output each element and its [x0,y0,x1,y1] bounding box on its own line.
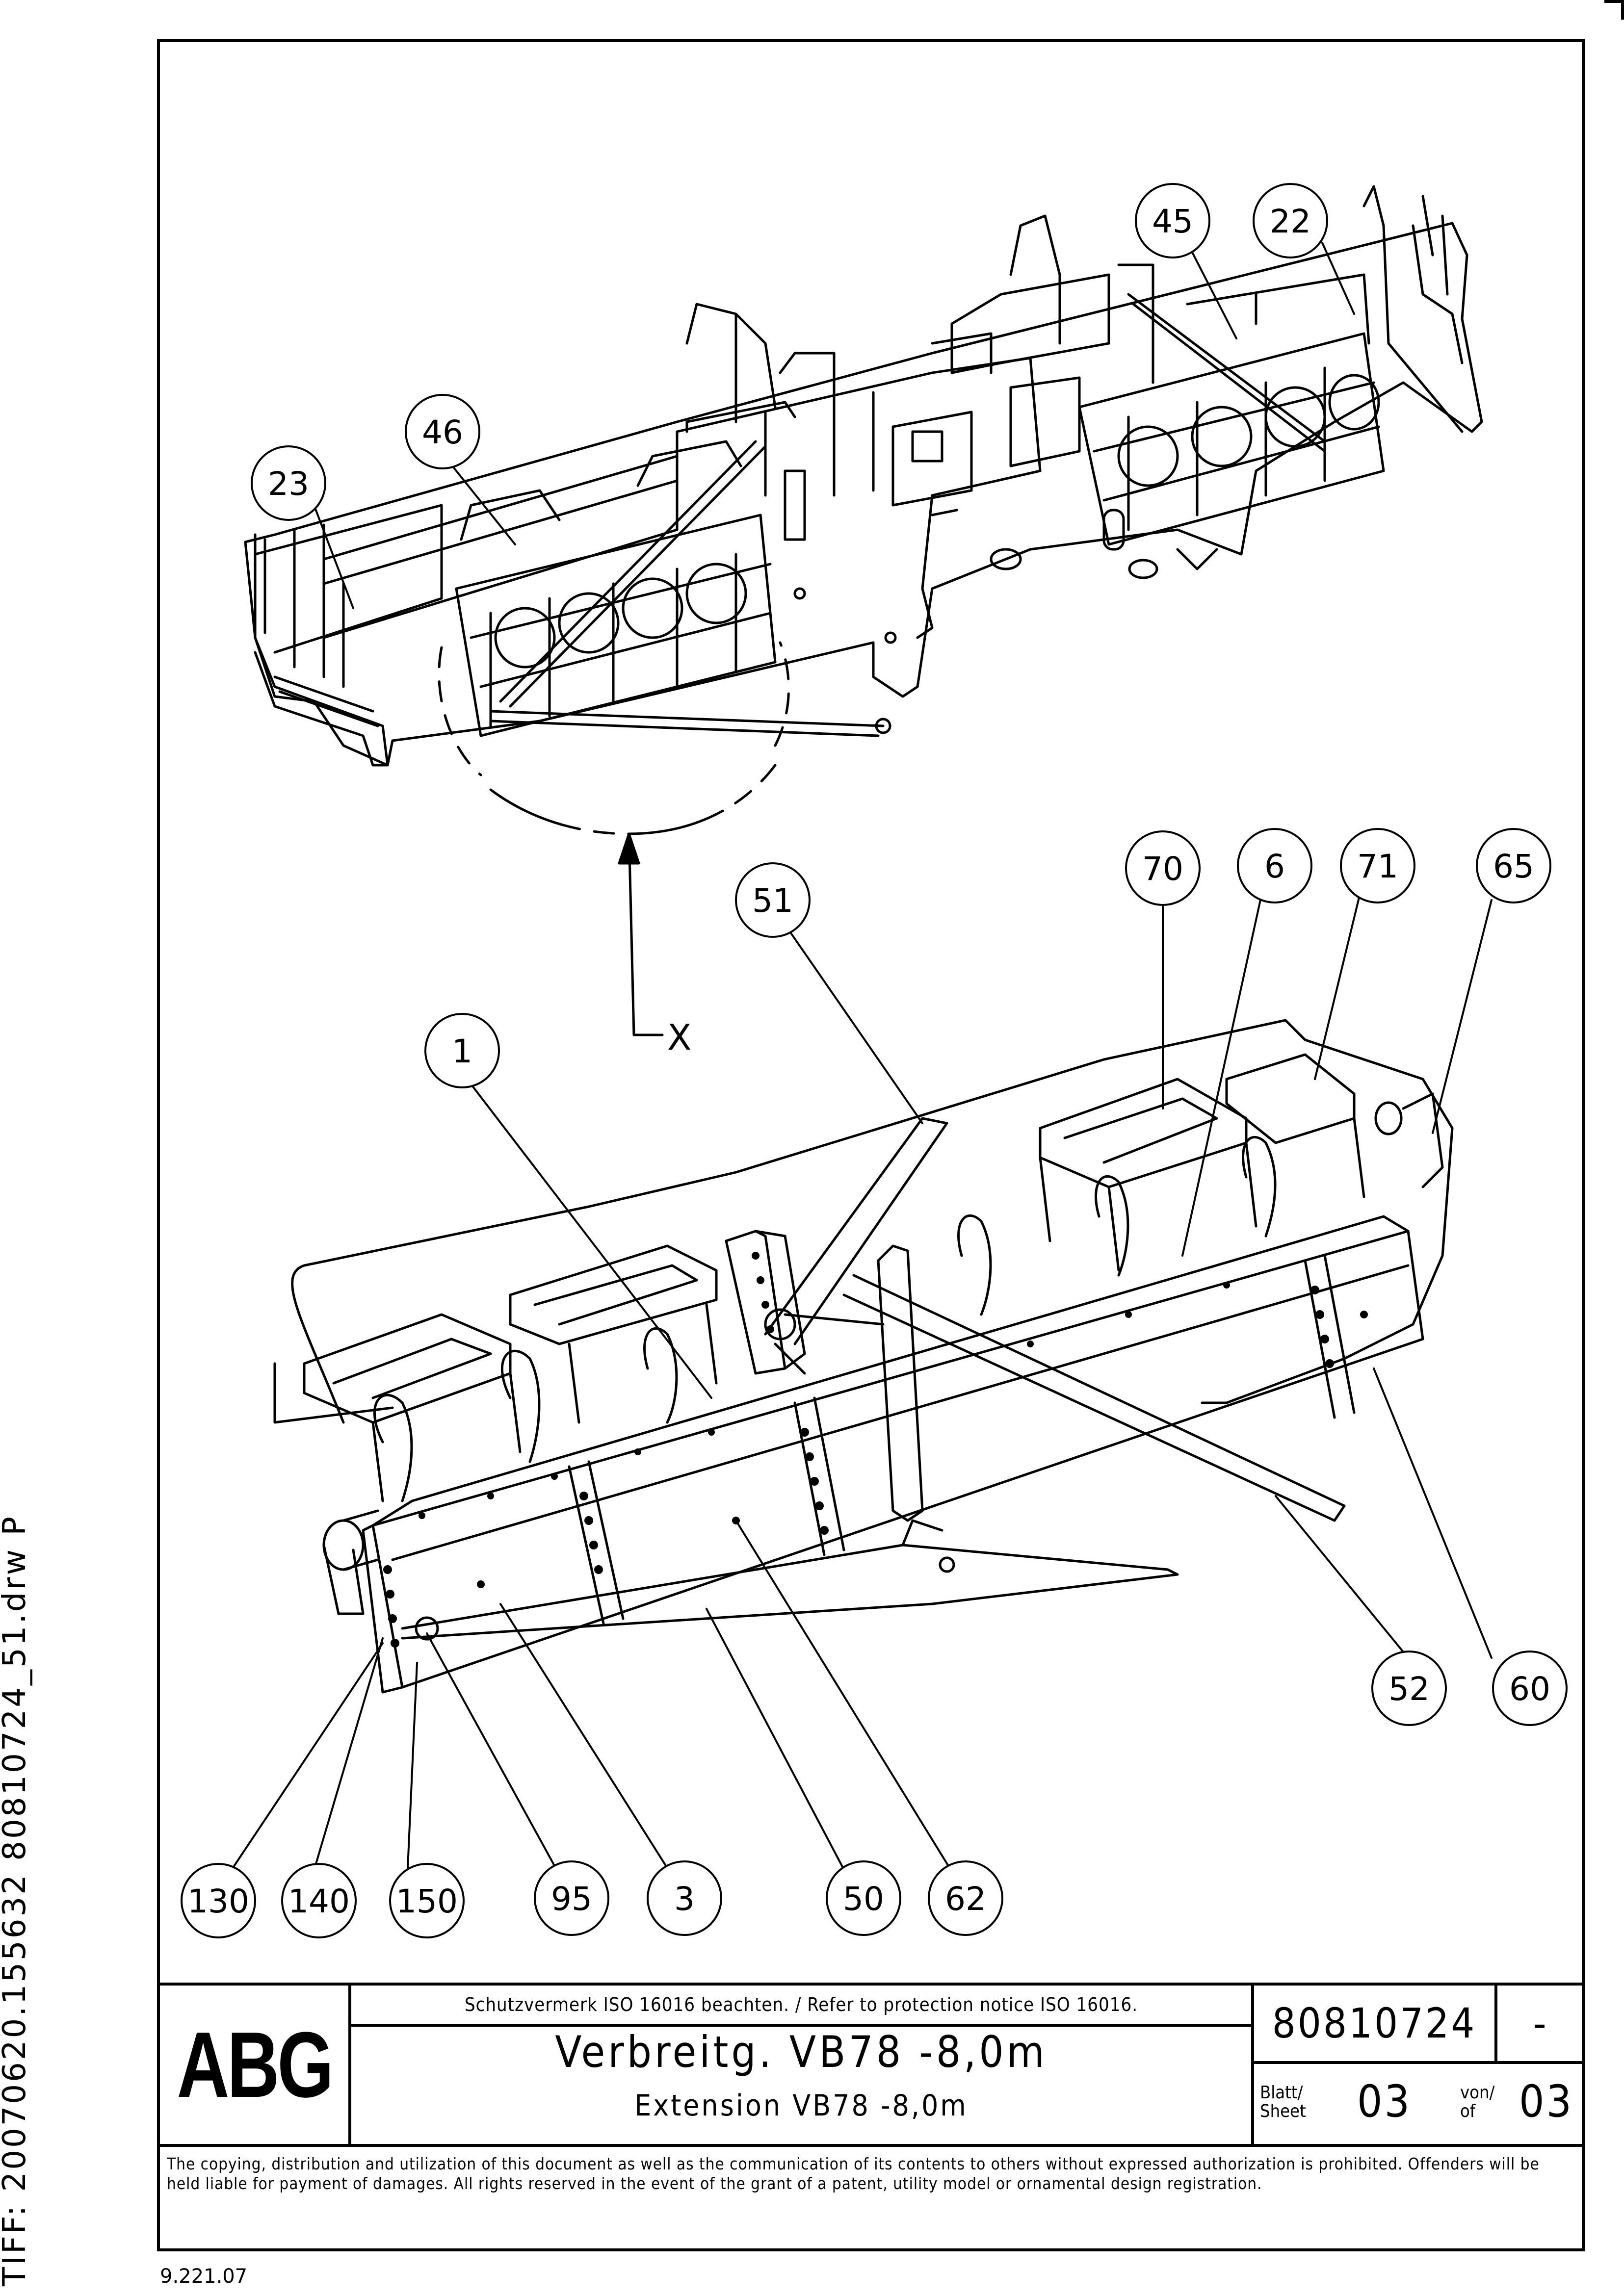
document-number: 80810724 [1254,1986,1497,2064]
title-block-top-rule [157,1983,1585,1986]
callout-140: 140 [281,1863,357,1938]
svg-text:45: 45 [1152,203,1193,240]
drawing-title-english: Extension VB78 -8,0m [634,2089,968,2123]
callout-95: 95 [534,1860,609,1936]
callout-46: 46 [405,394,480,469]
form-code: 9.221.07 [160,2265,248,2288]
svg-text:70: 70 [1142,850,1183,888]
document-info-cell: 80810724 - Blatt/ Sheet 03 von/ of 03 [1254,1986,1582,2144]
callout-51: 51 [735,862,811,938]
file-path-label: TIFF: 20070620.155632 80810724_51.drw P [0,1514,33,2286]
title-cell: Schutzvermerk ISO 16016 beachten. / Refe… [351,1986,1254,2144]
callout-6: 6 [1237,828,1312,903]
abg-logo: ABG [177,2012,334,2117]
sheet-label-en: Sheet [1260,2101,1306,2121]
protection-notice: Schutzvermerk ISO 16016 beachten. / Refe… [351,1986,1251,2027]
svg-text:62: 62 [945,1880,986,1918]
callout-62: 62 [928,1860,1003,1936]
svg-text:150: 150 [396,1883,458,1920]
callout-130: 130 [181,1863,256,1938]
callout-3: 3 [647,1860,722,1936]
view-label: X [667,1017,691,1058]
svg-text:130: 130 [187,1883,249,1920]
callout-45: 45 [1135,183,1210,258]
svg-text:95: 95 [551,1880,592,1918]
svg-text:46: 46 [422,413,463,451]
callout-52: 52 [1371,1651,1447,1726]
svg-text:51: 51 [752,882,793,920]
sheet-number: 03 [1357,2076,1412,2127]
sheet-label: Blatt/ Sheet [1260,2084,1306,2121]
svg-text:22: 22 [1270,203,1311,240]
sheet-total: 03 [1519,2076,1574,2127]
sheet-label-de: Blatt/ [1260,2083,1303,2103]
detail-assembly [273,1019,1454,1694]
revision-index: - [1497,1986,1582,2064]
callout-71: 71 [1340,828,1415,903]
logo-cell: ABG [160,1986,351,2144]
detail-view-marker [438,641,790,1036]
callout-22: 22 [1253,183,1328,258]
callout-70: 70 [1125,830,1201,906]
overview-assembly [244,185,1483,767]
of-label-en: of [1460,2101,1476,2121]
technical-drawing: X [181,183,1568,1938]
of-label: von/ of [1460,2084,1494,2121]
svg-text:3: 3 [674,1880,695,1918]
svg-text:71: 71 [1357,848,1398,885]
callout-23: 23 [251,445,326,521]
callout-150: 150 [389,1863,465,1938]
title-block-bottom-rule [157,2144,1585,2147]
callout-50: 50 [826,1860,901,1936]
svg-text:52: 52 [1388,1670,1430,1708]
of-label-de: von/ [1460,2083,1495,2103]
callout-leaders [225,242,1493,1884]
drawing-frame [157,39,1585,2251]
copyright-notice: The copying, distribution and utilizatio… [167,2154,1540,2193]
callout-bubbles: 45 22 46 23 70 6 71 65 51 1 52 60 130 14… [181,183,1568,1938]
corner-mark [1604,0,1624,20]
svg-text:65: 65 [1493,848,1534,885]
svg-text:60: 60 [1509,1670,1550,1708]
callout-60: 60 [1492,1651,1568,1726]
svg-text:1: 1 [452,1032,472,1070]
svg-text:50: 50 [843,1880,884,1918]
svg-text:23: 23 [268,465,309,503]
callout-1: 1 [424,1013,500,1088]
callout-65: 65 [1476,828,1551,903]
svg-text:6: 6 [1264,848,1285,885]
svg-text:140: 140 [288,1883,350,1920]
drawing-title-german: Verbreitg. VB78 -8,0m [555,2027,1048,2077]
